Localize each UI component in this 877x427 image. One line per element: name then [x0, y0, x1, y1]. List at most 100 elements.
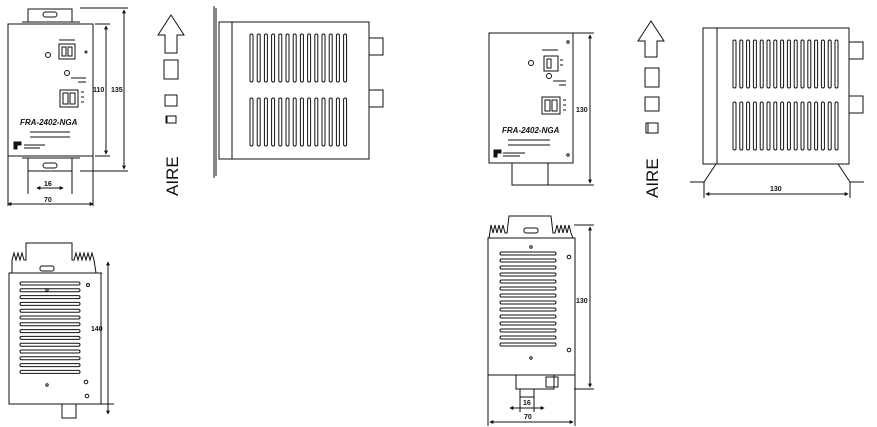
vent-slot [499, 300, 557, 305]
top-view-right [487, 215, 594, 426]
vent-slot [499, 265, 557, 270]
vent-slot [285, 33, 290, 83]
vent-slot [759, 101, 764, 151]
dim-top-depth: 140 [91, 326, 103, 333]
dim-bottom-tab: 16 [523, 400, 531, 407]
vent-slot [793, 101, 798, 151]
vent-slot [499, 314, 557, 319]
vent-slot [499, 279, 557, 284]
dim-side-width: 130 [770, 186, 782, 193]
vent-slot [746, 39, 751, 89]
vent-slot [314, 97, 319, 147]
vent-slot [328, 33, 333, 83]
up-arrow-icon [637, 20, 665, 134]
vent-slot [820, 101, 825, 151]
vent-slot [271, 33, 276, 83]
model-label-left: FRA-2402-NGA [20, 118, 78, 127]
vent-slot [780, 101, 785, 151]
vent-slot [249, 33, 254, 83]
vent-slot [19, 301, 81, 306]
vent-slot [271, 97, 276, 147]
vent-slot [499, 272, 557, 277]
vent-slot [285, 97, 290, 147]
top-view-left [8, 242, 114, 419]
vent-slot [499, 286, 557, 291]
vent-slot [328, 97, 333, 147]
side-view-right [690, 27, 864, 198]
dim-bottom-width: 70 [524, 414, 532, 421]
vent-slot [739, 39, 744, 89]
vent-slot [19, 315, 81, 320]
vent-slot [800, 39, 805, 89]
vent-slot [263, 97, 268, 147]
vent-slot [766, 101, 771, 151]
dim-side-depth-right: 130 [576, 107, 588, 114]
vent-slot [278, 97, 283, 147]
vent-slot [321, 33, 326, 83]
vent-slot [780, 39, 785, 89]
vent-slot [19, 308, 81, 313]
vent-slot [807, 39, 812, 89]
vent-slot [786, 101, 791, 151]
vent-slot [499, 251, 557, 256]
vent-slot [299, 33, 304, 83]
vent-slot [19, 295, 81, 300]
vent-slot [19, 322, 81, 327]
front-view-left [7, 7, 128, 206]
vent-slot [732, 101, 737, 151]
vent-slot [499, 335, 557, 340]
vent-slot [321, 97, 326, 147]
vent-slot [814, 39, 819, 89]
vent-slot [19, 363, 81, 368]
air-label-left: AIRE [163, 156, 182, 196]
vent-slot [343, 97, 348, 147]
dim-top-height-right: 130 [576, 298, 588, 305]
dim-front-width: 70 [44, 197, 52, 204]
vent-slot [773, 101, 778, 151]
vent-slot [299, 97, 304, 147]
vent-slot [19, 349, 81, 354]
air-label-right: AIRE [643, 158, 662, 198]
vent-slot [499, 307, 557, 312]
vent-slot [499, 328, 557, 333]
vent-slot [827, 39, 832, 89]
vent-slot [263, 33, 268, 83]
vent-slot [786, 39, 791, 89]
vent-slot [820, 39, 825, 89]
vent-slot [335, 97, 340, 147]
vent-slot [834, 39, 839, 89]
vent-slot [19, 356, 81, 361]
vent-slot [814, 101, 819, 151]
vent-slot [249, 97, 254, 147]
vent-slot [292, 97, 297, 147]
vent-slot [499, 321, 557, 326]
vent-slot [307, 97, 312, 147]
vent-slot [19, 335, 81, 340]
vent-slot [807, 101, 812, 151]
dim-front-height: 110 [93, 87, 104, 94]
vent-slot [307, 33, 312, 83]
vent-slot [499, 293, 557, 298]
vent-slot [256, 97, 261, 147]
vent-slot [19, 281, 81, 286]
vent-slot [759, 39, 764, 89]
vent-slot [827, 101, 832, 151]
vent-slot [19, 288, 81, 293]
vent-slot [732, 39, 737, 89]
vent-slot [499, 258, 557, 263]
vent-slot [19, 342, 81, 347]
vent-slot [256, 33, 261, 83]
vent-slot [19, 329, 81, 334]
vent-slot [752, 101, 757, 151]
side-view-left [213, 6, 384, 178]
vent-slot [335, 33, 340, 83]
vent-slot [834, 101, 839, 151]
vent-slot [314, 33, 319, 83]
vent-slot [739, 101, 744, 151]
up-arrow-icon [157, 14, 185, 124]
vent-slot [343, 33, 348, 83]
vent-slot [766, 39, 771, 89]
dim-front-total-height: 135 [111, 87, 123, 94]
vent-slot [746, 101, 751, 151]
